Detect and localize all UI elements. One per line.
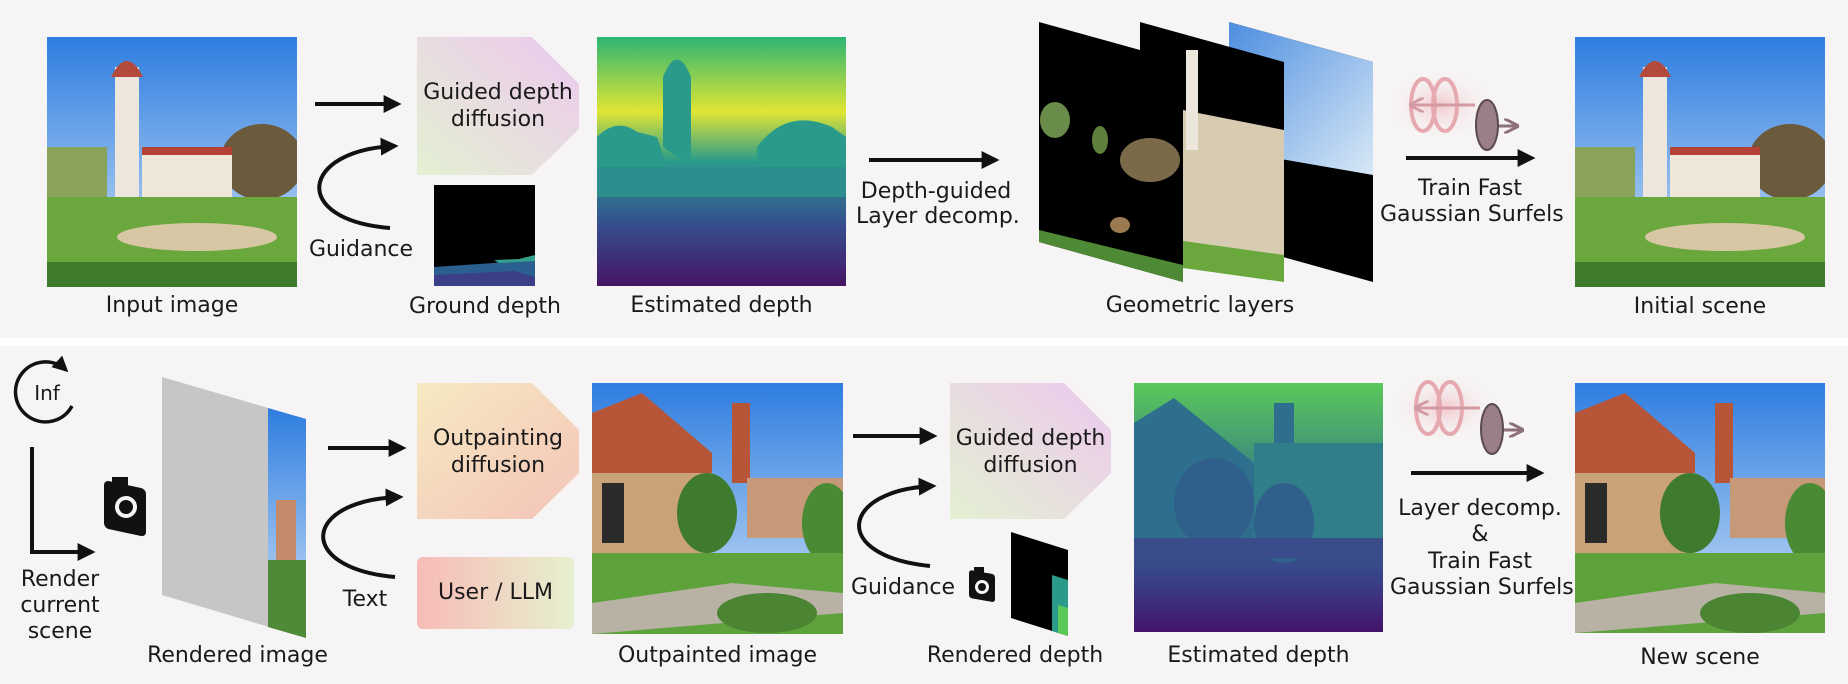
top-panel [0,0,1848,338]
estimated-depth-image-bottom [1134,383,1383,632]
guided-box-line2-bottom: diffusion [983,453,1078,478]
guided-box-line2: diffusion [450,107,546,132]
layer-line3: Train Fast [1428,549,1532,574]
guided-box-line1: Guided depth [423,80,573,105]
layer-decomp-line1: Depth-guided [860,179,1012,204]
outpaint-box-line2: diffusion [450,453,546,478]
outpainted-image-label: Outpainted image [617,643,818,668]
render-line2: current [20,593,100,618]
rendered-depth-label: Rendered depth [926,643,1104,668]
guided-depth-diffusion-box-top: Guided depth diffusion [417,37,579,175]
inf-label: Inf [34,381,60,405]
geometric-layers-label: Geometric layers [1105,293,1295,318]
input-image-label: Input image [105,293,239,318]
train-line1-top: Train Fast [1418,176,1522,201]
initial-scene-image [1575,37,1825,287]
new-scene-image [1575,383,1825,633]
user-llm-box: User / LLM [417,557,574,629]
outpainted-image [592,383,843,634]
guidance-label-bottom: Guidance [850,575,956,600]
initial-scene-label: Initial scene [1633,294,1767,319]
outpainting-diffusion-box: Outpainting diffusion [417,383,579,519]
ground-depth-label: Ground depth [409,294,561,319]
layer-decomp-line2: Layer decomp. [856,204,1020,229]
new-scene-label: New scene [1640,645,1760,670]
rendered-image-label: Rendered image [147,643,328,668]
render-line1: Render [20,567,100,592]
input-image [47,37,297,287]
text-label: Text [342,587,388,612]
estimated-depth-label-top: Estimated depth [630,293,813,318]
ground-depth-image [434,185,535,286]
user-llm-label: User / LLM [437,580,554,605]
train-line2-top: Gaussian Surfels [1380,202,1564,227]
guided-box-line1-bottom: Guided depth [955,426,1106,451]
guidance-label-top: Guidance [308,237,414,262]
guided-depth-diffusion-box-bottom: Guided depth diffusion [950,383,1111,519]
estimated-depth-image-top [597,37,846,286]
estimated-depth-label-bottom: Estimated depth [1167,643,1350,668]
layer-line2: & [1471,522,1489,547]
outpaint-box-line1: Outpainting [432,426,564,451]
bottom-panel [0,346,1848,684]
layer-line1: Layer decomp. [1398,496,1562,521]
layer-line4: Gaussian Surfels [1390,575,1574,600]
render-line3: scene [27,619,93,644]
